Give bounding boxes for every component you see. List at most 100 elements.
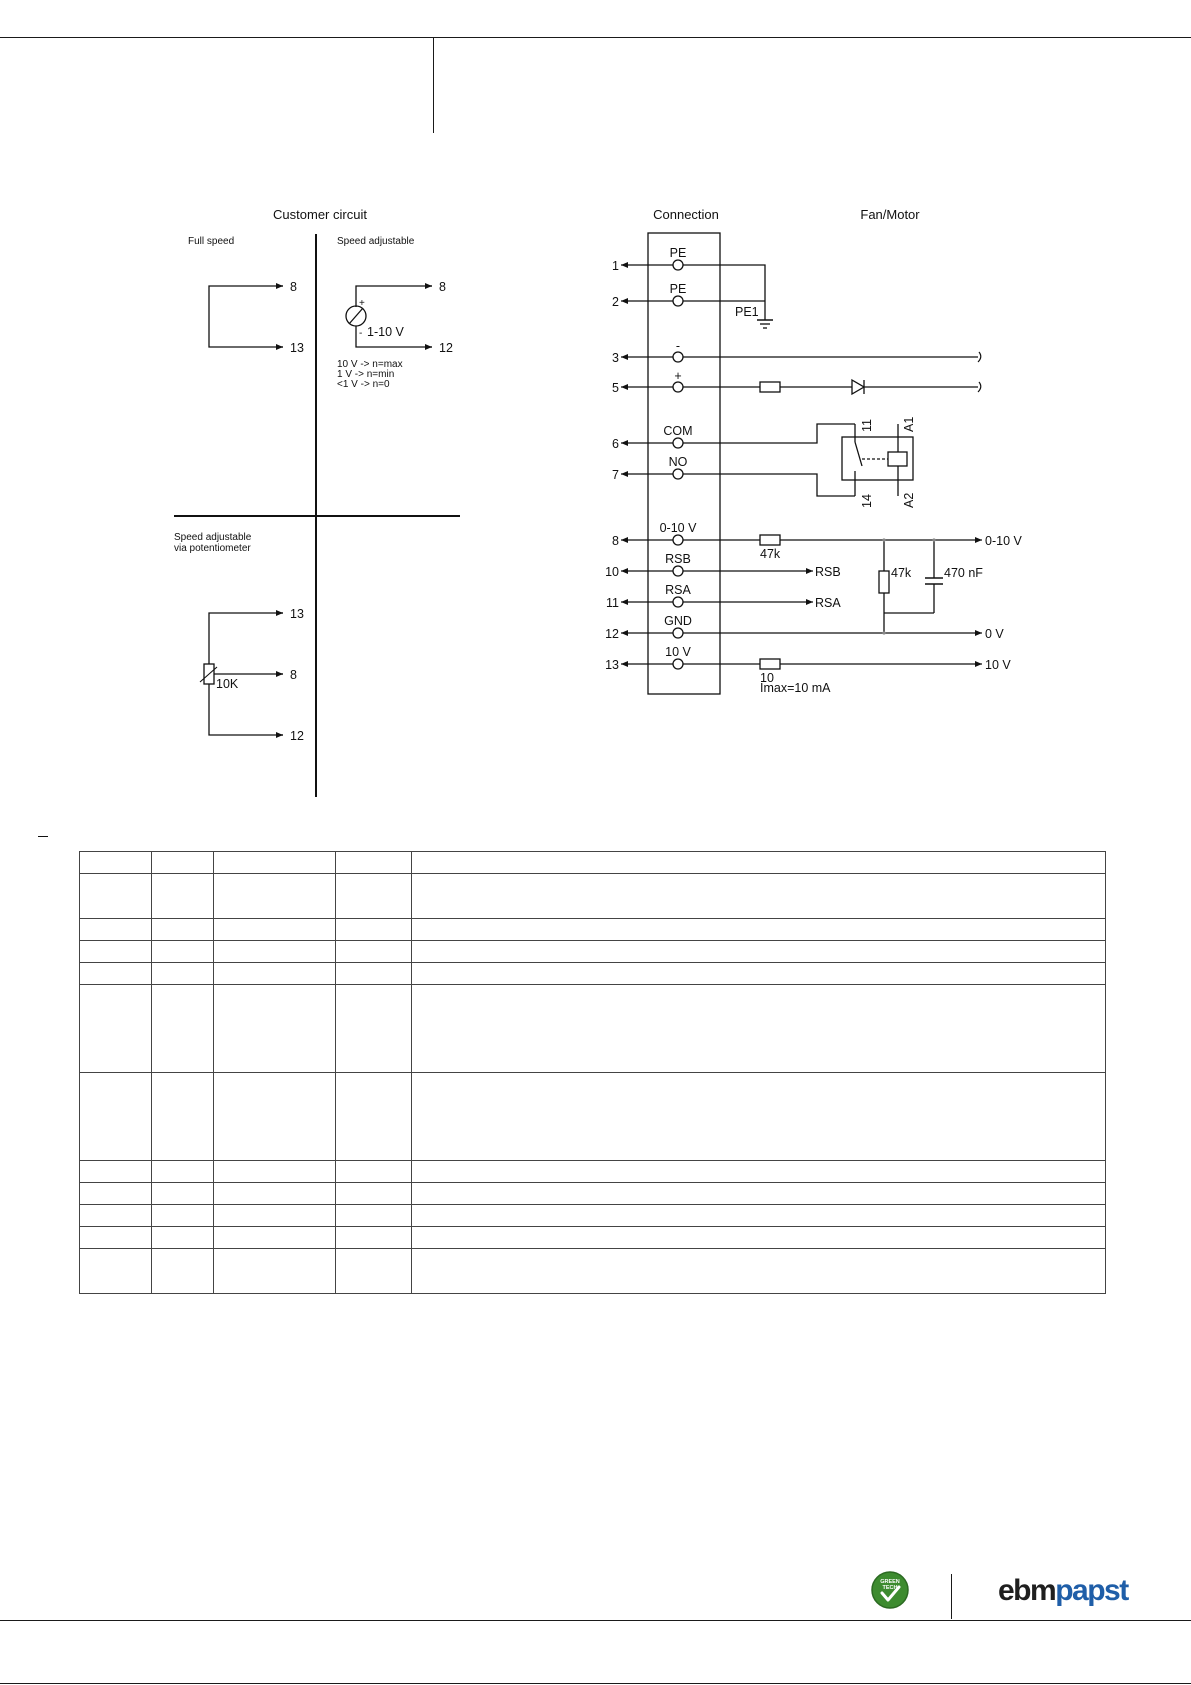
table-cell: [213, 1204, 336, 1227]
table-cell: [411, 1182, 1106, 1205]
table-cell: [79, 1160, 152, 1183]
table-cell: [411, 851, 1106, 874]
table-cell: [151, 1182, 214, 1205]
pin-number-13: 13: [605, 658, 619, 672]
connection-title: Connection: [653, 207, 719, 222]
brand-part-1: ebm: [998, 1574, 1057, 1607]
pin-number-8: 8: [612, 534, 619, 548]
table-cell: [151, 962, 214, 985]
brand-part-2: papst: [1055, 1574, 1129, 1607]
pin-row-13: [621, 658, 982, 670]
pin-number-5: 5: [612, 381, 619, 395]
table-cell: [213, 851, 336, 874]
footer-top-rule: [0, 1620, 1191, 1621]
fan-motor-title: Fan/Motor: [860, 207, 920, 222]
table-cell: [79, 1182, 152, 1205]
table-row: [79, 1248, 1106, 1294]
table-cell: [79, 1204, 152, 1227]
table-cell: [411, 1248, 1106, 1294]
speed-adjustable-terminal-8: 8: [439, 280, 446, 294]
table-cell: [79, 873, 152, 919]
table-cell: [213, 984, 336, 1073]
table-cell: [213, 1160, 336, 1183]
capacitor-label: 470 nF: [944, 566, 983, 580]
imax-label: Imax=10 mA: [760, 681, 831, 695]
pin-row-2: [621, 295, 684, 307]
relay-symbol: [841, 424, 914, 496]
pin-number-3: 3: [612, 351, 619, 365]
pin-label-2: PE: [670, 282, 687, 296]
table-cell: [411, 962, 1106, 985]
speed-note-line-2: 1 V -> n=min: [337, 369, 394, 380]
table-row: [79, 851, 1106, 874]
pin-label-1: PE: [670, 246, 687, 260]
table-cell: [213, 873, 336, 919]
potentiometer-terminal-12: 12: [290, 729, 304, 743]
table-cell: [335, 1182, 412, 1205]
header-divider-rule: [433, 37, 434, 133]
customer-circuit-title: Customer circuit: [273, 207, 367, 222]
table-row: [79, 918, 1106, 941]
table-cell: [213, 918, 336, 941]
diode-symbol: [851, 378, 866, 396]
table-cell: [151, 918, 214, 941]
pin-label-11: RSA: [665, 583, 691, 597]
potentiometer-terminal-8: 8: [290, 668, 297, 682]
relay-contact-14: 14: [860, 494, 874, 508]
pe-ground-wiring: [683, 264, 773, 329]
speed-adjustable-terminal-12: 12: [439, 341, 453, 355]
table-cell: [335, 984, 412, 1073]
wiring-diagram: Customer circuit Full speed Speed adjust…: [174, 207, 1022, 797]
pin-number-1: 1: [612, 259, 619, 273]
output-label-11: RSA: [815, 596, 841, 610]
footer-logo-divider: [951, 1574, 952, 1619]
table-cell: [335, 1248, 412, 1294]
table-cell: [411, 1072, 1106, 1161]
table-cell: [151, 873, 214, 919]
badge-text-line-2: TECH: [883, 1585, 898, 1591]
ebmpapst-logo: ebmpapst: [998, 1572, 1129, 1610]
table-cell: [151, 1248, 214, 1294]
header-top-rule: [0, 37, 1191, 38]
table-cell: [335, 918, 412, 941]
table-row: [79, 1072, 1106, 1161]
output-label-10: RSB: [815, 565, 841, 579]
table-cell: [79, 940, 152, 963]
resistor-47k-series: [759, 534, 781, 546]
table-cell: [411, 940, 1106, 963]
table-cell: [213, 1226, 336, 1249]
table-cell: [79, 1226, 152, 1249]
table-cell: [213, 1248, 336, 1294]
pin-number-10: 10: [605, 565, 619, 579]
potentiometer-title-line-2: via potentiometer: [174, 543, 251, 554]
resistor-10-label: 10: [760, 671, 774, 685]
full-speed-terminal-8: 8: [290, 280, 297, 294]
table-cell: [335, 940, 412, 963]
table-cell: [151, 1160, 214, 1183]
relay-coil-a1: A1: [902, 417, 916, 432]
speed-note-line-1: 10 V -> n=max: [337, 359, 403, 370]
table-cell: [151, 940, 214, 963]
table-cell: [79, 1248, 152, 1294]
potentiometer-terminal-13: 13: [290, 607, 304, 621]
output-label-12: 0 V: [985, 627, 1004, 641]
output-label-8: 0-10 V: [985, 534, 1022, 548]
table-cell: [335, 1226, 412, 1249]
table-cell: [335, 1204, 412, 1227]
pin-row-8: [621, 534, 982, 546]
table-cell: [335, 1072, 412, 1161]
section-dash-marker: [38, 836, 48, 837]
pin-label-13: 10 V: [665, 645, 691, 659]
full-speed-bridge: [208, 283, 283, 350]
pin-row-1: [621, 259, 684, 271]
resistor-47k-series-label: 47k: [760, 547, 781, 561]
voltage-source-symbol: + -: [345, 283, 432, 350]
table-cell: [335, 962, 412, 985]
connector-block: [647, 232, 721, 695]
table-cell: [213, 1072, 336, 1161]
table-cell: [79, 851, 152, 874]
table-cell: [151, 1204, 214, 1227]
relay-contact-11: 11: [860, 419, 874, 432]
pin-label-12: GND: [664, 614, 692, 628]
table-row: [79, 1160, 1106, 1183]
